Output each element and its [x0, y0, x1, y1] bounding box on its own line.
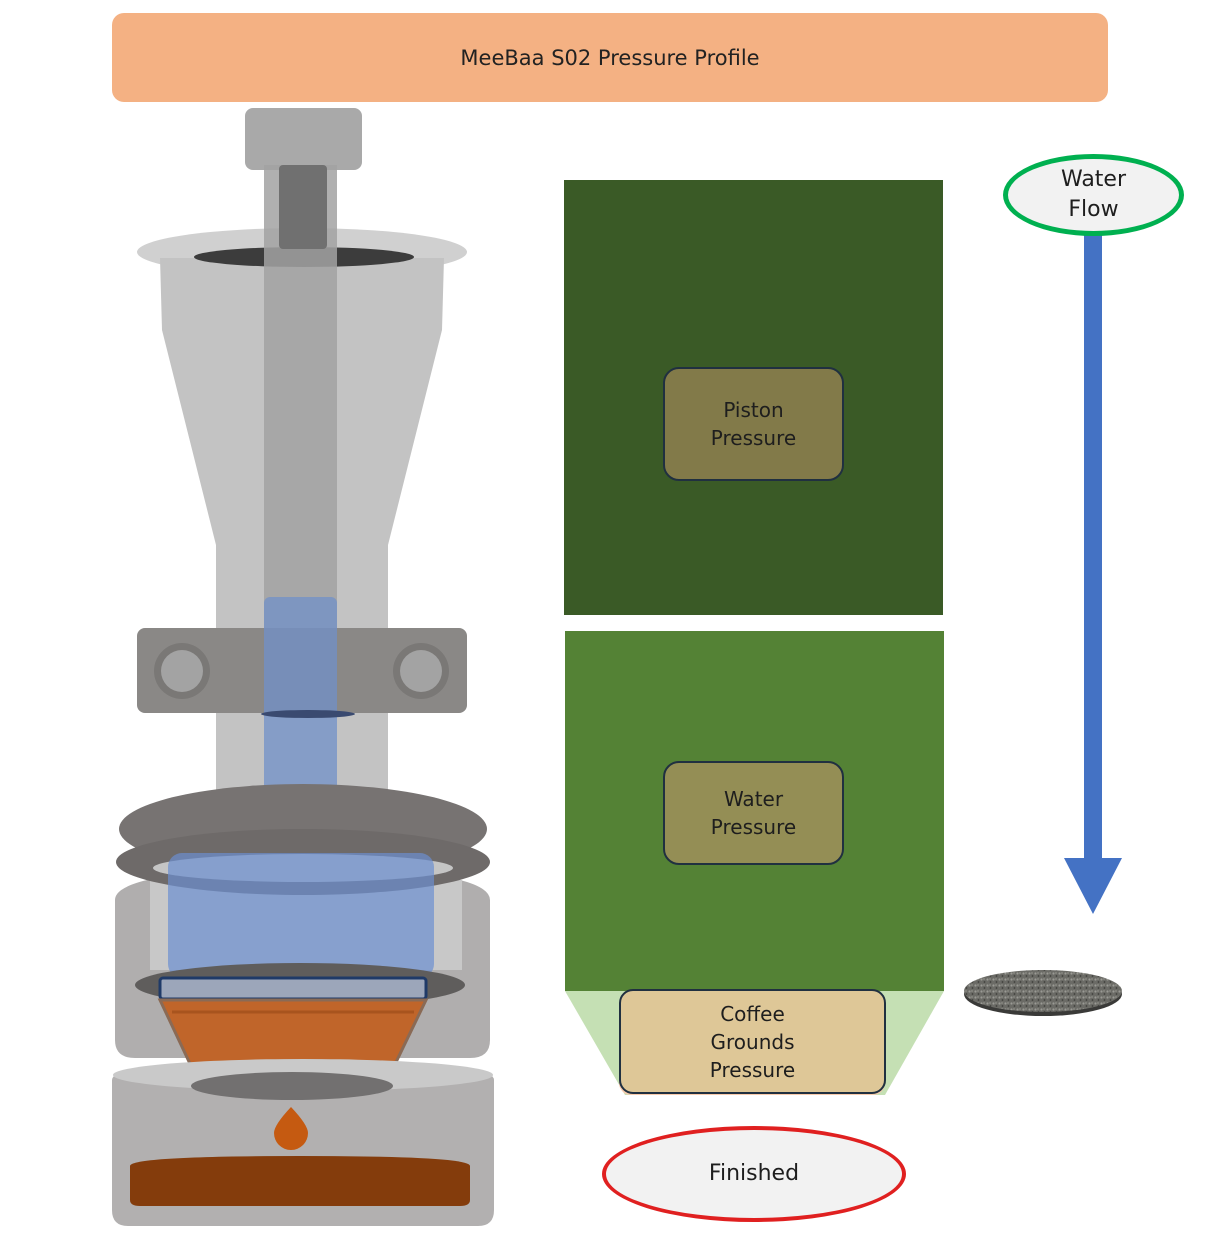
filter-screen: [158, 976, 428, 1001]
water-flow-label: Water Flow: [1003, 154, 1184, 236]
piston-rod: [279, 165, 327, 249]
diagram-title: MeeBaa S02 Pressure Profile: [112, 13, 1108, 102]
piston-pressure-label: Piston Pressure: [663, 367, 844, 481]
coffee-drip: [274, 1107, 308, 1150]
espresso-maker-illustration: [112, 108, 494, 1226]
coffee-puck-icon: [964, 970, 1122, 1016]
water-chamber: [168, 853, 434, 978]
coffee-grounds-pressure-label: Coffee Grounds Pressure: [619, 989, 886, 1094]
water-flow-arrow: [1064, 232, 1122, 914]
piston-knob: [245, 108, 362, 170]
finished-label: Finished: [602, 1126, 906, 1222]
water-pressure-label: Water Pressure: [663, 761, 844, 865]
coffee-in-cup: [130, 1156, 470, 1206]
